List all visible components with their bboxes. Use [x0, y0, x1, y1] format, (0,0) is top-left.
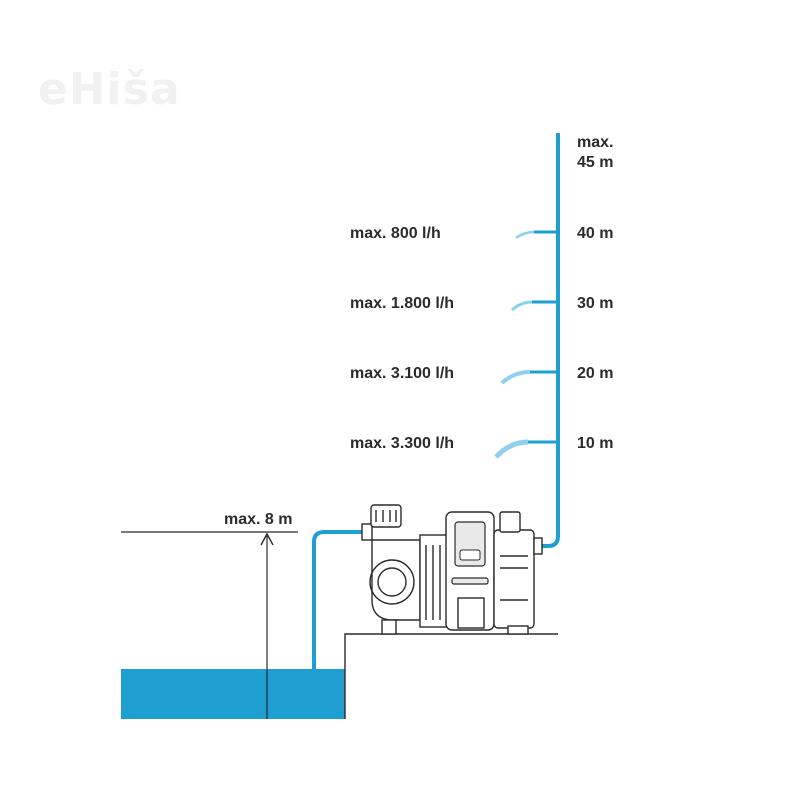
water-spray-icon — [511, 300, 533, 312]
watermark-logo: eHiša — [38, 64, 181, 115]
outlet-30m — [511, 300, 558, 312]
flow-label-20m: max. 3.100 l/h — [350, 365, 454, 382]
height-label-20m: 20 m — [577, 365, 613, 382]
arrow-head-icon — [260, 532, 274, 546]
outlet-port — [499, 511, 521, 533]
suction-pipe — [312, 530, 368, 669]
height-label-10m: 10 m — [577, 435, 613, 452]
filler-cap — [370, 504, 402, 528]
water-spray-icon — [515, 230, 535, 240]
pump-housing — [371, 539, 421, 621]
max-head-label-line2: 45 m — [577, 154, 613, 171]
pump-foot — [507, 625, 529, 635]
max-head-label-line1: max. — [577, 134, 613, 151]
pump-body-right — [493, 529, 535, 629]
flow-label-10m: max. 3.300 l/h — [350, 435, 454, 452]
outlet-10m — [494, 439, 558, 459]
pump-illustration — [361, 504, 543, 635]
height-label-30m: 30 m — [577, 295, 613, 312]
water-spray-icon — [494, 439, 529, 459]
height-label-40m: 40 m — [577, 225, 613, 242]
flow-label-40m: max. 800 l/h — [350, 225, 441, 242]
outlet-40m — [515, 230, 558, 240]
water-spray-icon — [500, 370, 531, 385]
pump-foot — [381, 619, 397, 635]
water-reservoir — [121, 669, 345, 719]
outlet-20m — [500, 370, 558, 385]
ground-platform — [344, 633, 558, 719]
delivery-pipe — [538, 133, 560, 548]
suction-height-label: max. 8 m — [224, 511, 292, 528]
flow-label-30m: max. 1.800 l/h — [350, 295, 454, 312]
